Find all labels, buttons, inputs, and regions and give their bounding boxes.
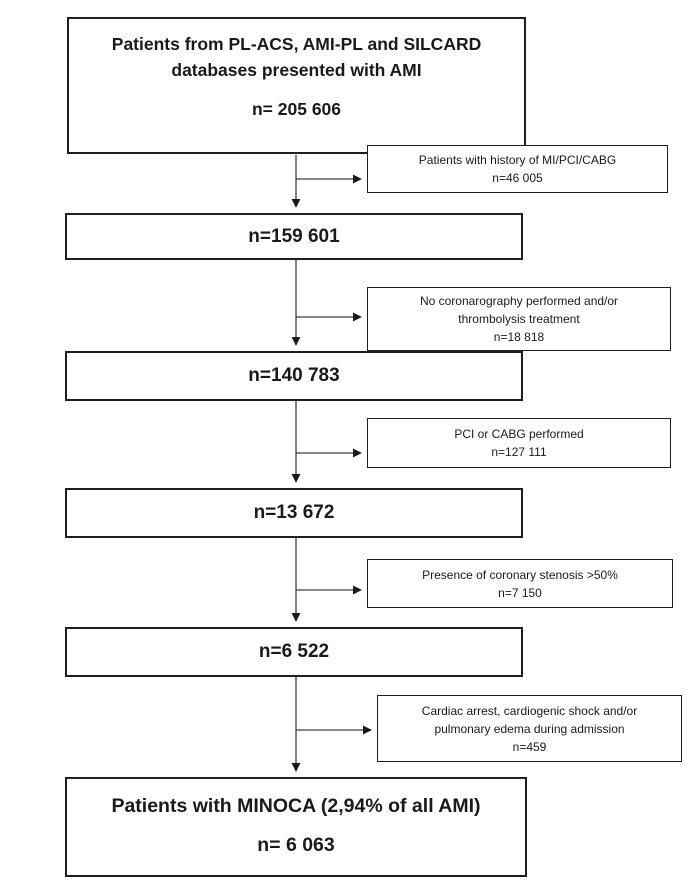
box-exclusion-no-coronarography: No coronarography performed and/or throm… <box>367 287 671 351</box>
box-exclusion-pci-cabg-performed: PCI or CABG performed n=127 111 <box>367 418 671 468</box>
exclusion-5-count: n=459 <box>512 739 547 754</box>
cohort-3-count: n=13 672 <box>253 502 335 523</box>
box-all-ami-patients: Patients from PL-ACS, AMI-PL and SILCARD… <box>67 17 526 154</box>
box-exclusion-coronary-stenosis: Presence of coronary stenosis >50% n=7 1… <box>367 559 673 608</box>
exclusion-2-count: n=18 818 <box>493 330 545 344</box>
box-exclusion-history-mi-pci-cabg: Patients with history of MI/PCI/CABG n=4… <box>367 145 668 193</box>
box-cohort-6522: n=6 522 <box>65 627 523 677</box>
cohort-4-count: n=6 522 <box>258 641 330 662</box>
cohort-2-count: n=140 783 <box>248 365 340 386</box>
exclusion-3-count: n=127 111 <box>491 445 547 459</box>
exclusion-4-count: n=7 150 <box>498 585 542 600</box>
cohort-1-count: n=159 601 <box>248 225 340 247</box>
exclusion-1-count: n=46 005 <box>492 171 543 185</box>
box-cohort-159601: n=159 601 <box>65 213 523 260</box>
exclusion-3-line: PCI or CABG performed <box>454 427 584 441</box>
exclusion-1-line: Patients with history of MI/PCI/CABG <box>418 153 617 167</box>
final-box-count: n= 6 063 <box>257 834 335 856</box>
box-all-ami-count: n= 205 606 <box>251 99 342 119</box>
final-box-line: Patients with MINOCA (2,94% of all AMI) <box>111 795 481 817</box>
exclusion-2-line-2: thrombolysis treatment <box>458 312 580 326</box>
box-all-ami-line-1: Patients from PL-ACS, AMI-PL and SILCARD <box>111 34 482 54</box>
box-minoca-patients: Patients with MINOCA (2,94% of all AMI) … <box>65 777 527 877</box>
box-exclusion-cardiac-arrest: Cardiac arrest, cardiogenic shock and/or… <box>377 695 682 762</box>
exclusion-5-line-2: pulmonary edema during admission <box>434 721 625 736</box>
exclusion-2-line-1: No coronarography performed and/or <box>419 294 619 308</box>
box-cohort-140783: n=140 783 <box>65 351 523 401</box>
exclusion-5-line-1: Cardiac arrest, cardiogenic shock and/or <box>421 703 638 718</box>
box-cohort-13672: n=13 672 <box>65 488 523 538</box>
box-all-ami-line-2: databases presented with AMI <box>171 60 422 80</box>
exclusion-4-line: Presence of coronary stenosis >50% <box>422 567 618 582</box>
